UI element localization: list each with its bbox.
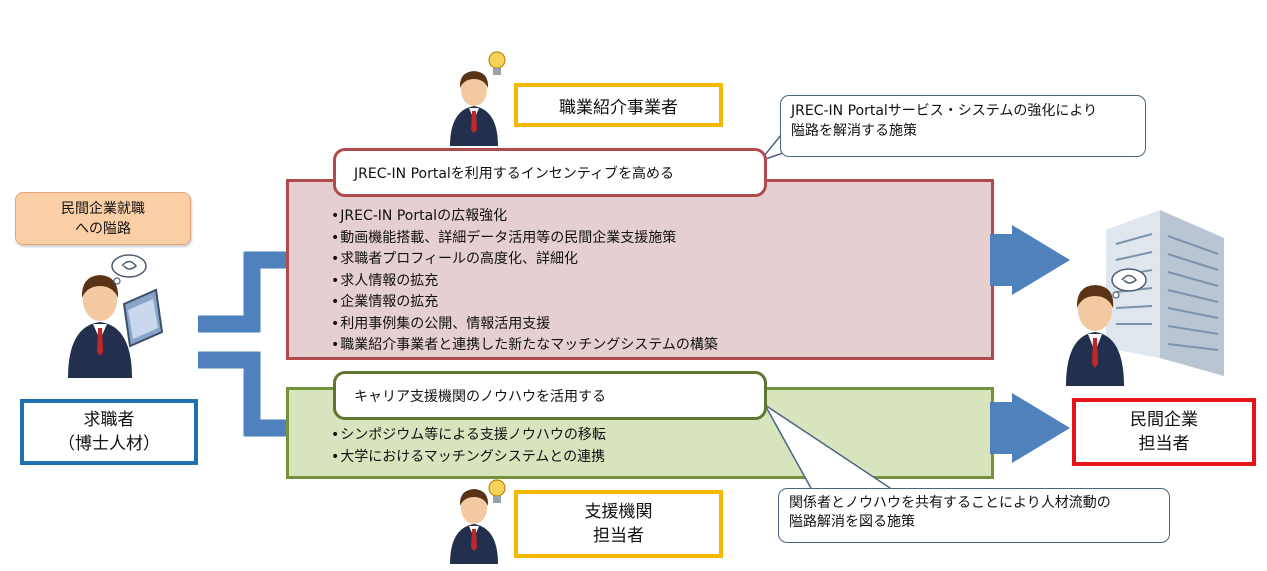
lower-arrowhead bbox=[990, 393, 1070, 463]
placement-agency-person-icon bbox=[450, 71, 498, 146]
company-person-icon bbox=[1066, 285, 1124, 386]
lightbulb-icon bbox=[488, 51, 506, 75]
laptop-icon bbox=[122, 288, 164, 348]
list-item: 大学におけるマッチングシステムとの連携 bbox=[331, 447, 606, 469]
list-item: JREC-IN Portalの広報強化 bbox=[331, 206, 718, 228]
list-item: 動画機能搭載、詳細データ活用等の民間企業支援施策 bbox=[331, 228, 718, 250]
support-org-person-icon bbox=[450, 489, 498, 564]
job-seeker-person-icon bbox=[68, 275, 164, 378]
lightbulb-icon bbox=[488, 479, 506, 503]
lower-flow-connector bbox=[198, 351, 300, 437]
barrier-badge: 民間企業就職 への隘路 bbox=[15, 192, 191, 245]
list-item: 求人情報の拡充 bbox=[331, 271, 718, 293]
company-label: 民間企業 担当者 bbox=[1072, 398, 1256, 466]
upper-flow-connector bbox=[198, 251, 300, 333]
top-callout: JREC-IN Portalサービス・システムの強化により 隘路を解消する施策 bbox=[780, 95, 1146, 157]
upper-arrowhead bbox=[990, 225, 1070, 295]
placement-agency-label: 職業紹介事業者 bbox=[514, 83, 723, 127]
list-item: 職業紹介事業者と連携した新たなマッチングシステムの構築 bbox=[331, 335, 718, 357]
bottom-callout-tail bbox=[764, 404, 894, 491]
upper-measures-list: JREC-IN Portalの広報強化 動画機能搭載、詳細データ活用等の民間企業… bbox=[331, 206, 718, 357]
office-building-icon bbox=[1106, 210, 1224, 376]
list-item: 求職者プロフィールの高度化、詳細化 bbox=[331, 249, 718, 271]
list-item: 利用事例集の公開、情報活用支援 bbox=[331, 314, 718, 336]
upper-measures-panel: JREC-IN Portalの広報強化 動画機能搭載、詳細データ活用等の民間企業… bbox=[286, 179, 994, 360]
thought-cloud-icon bbox=[1111, 268, 1147, 299]
thought-cloud-icon bbox=[111, 254, 147, 285]
job-seeker-label: 求職者 （博士人材） bbox=[20, 399, 198, 465]
lower-panel-heading: キャリア支援機関のノウハウを活用する bbox=[333, 371, 767, 420]
lower-measures-list: シンポジウム等による支援ノウハウの移転 大学におけるマッチングシステムとの連携 bbox=[331, 425, 606, 468]
bottom-callout: 関係者とノウハウを共有することにより人材流動の 隘路解消を図る施策 bbox=[778, 488, 1170, 543]
list-item: 企業情報の拡充 bbox=[331, 292, 718, 314]
upper-panel-heading: JREC-IN Portalを利用するインセンティブを高める bbox=[333, 148, 767, 197]
list-item: シンポジウム等による支援ノウハウの移転 bbox=[331, 425, 606, 447]
support-org-label: 支援機関 担当者 bbox=[514, 490, 723, 558]
